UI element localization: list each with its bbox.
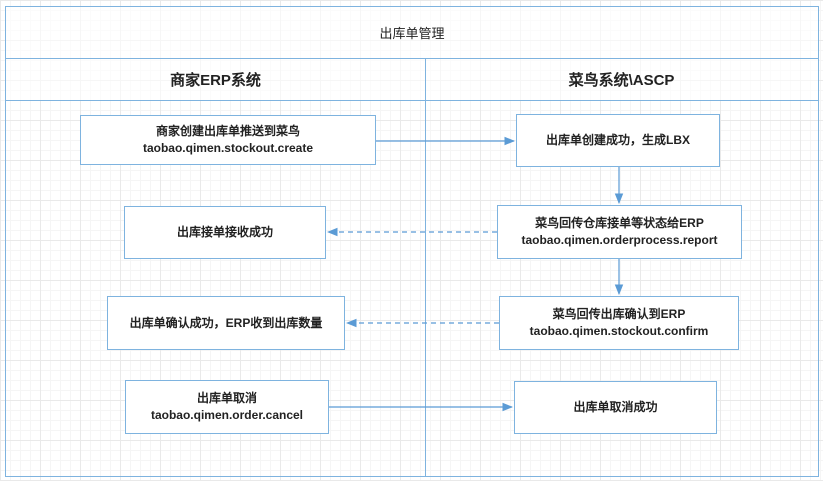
pool-title: 出库单管理 [6,7,818,59]
swimlane-pool: 出库单管理 商家ERP系统 菜鸟系统\ASCP [5,6,819,477]
node-cn-cancel-success[interactable]: 出库单取消成功 [514,381,717,434]
node-text-line2: taobao.qimen.order.cancel [150,408,304,422]
node-text-line1: 出库接单接收成功 [176,225,273,239]
lane-header-merchant-erp: 商家ERP系统 [6,59,425,101]
lane-divider [425,59,426,476]
node-text-line1: 出库单创建成功，生成LBX [545,133,690,147]
node-text-line1: 出库单取消成功 [573,400,658,414]
node-erp-confirm-success[interactable]: 出库单确认成功，ERP收到出库数量 [107,296,345,350]
node-text-line1: 菜鸟回传出库确认到ERP [552,307,686,321]
node-text-line2: taobao.qimen.stockout.confirm [529,324,709,338]
node-text-line1: 出库单确认成功，ERP收到出库数量 [129,315,323,330]
node-cn-create-success[interactable]: 出库单创建成功，生成LBX [516,114,720,167]
node-cn-stockout-confirm[interactable]: 菜鸟回传出库确认到ERP taobao.qimen.stockout.confi… [499,296,739,350]
node-text-line2: taobao.qimen.orderprocess.report [521,233,718,247]
node-text-line1: 商家创建出库单推送到菜鸟 [155,124,300,138]
node-cn-report-status[interactable]: 菜鸟回传仓库接单等状态给ERP taobao.qimen.orderproces… [497,205,742,259]
node-erp-receive-success[interactable]: 出库接单接收成功 [124,206,326,259]
node-erp-cancel-order[interactable]: 出库单取消 taobao.qimen.order.cancel [125,380,329,434]
node-erp-create-stockout[interactable]: 商家创建出库单推送到菜鸟 taobao.qimen.stockout.creat… [80,115,376,165]
node-text-line2: taobao.qimen.stockout.create [142,141,314,155]
lane-header-cainiao-ascp: 菜鸟系统\ASCP [425,59,818,101]
node-text-line1: 出库单取消 [196,391,257,405]
node-text-line1: 菜鸟回传仓库接单等状态给ERP [535,216,704,230]
